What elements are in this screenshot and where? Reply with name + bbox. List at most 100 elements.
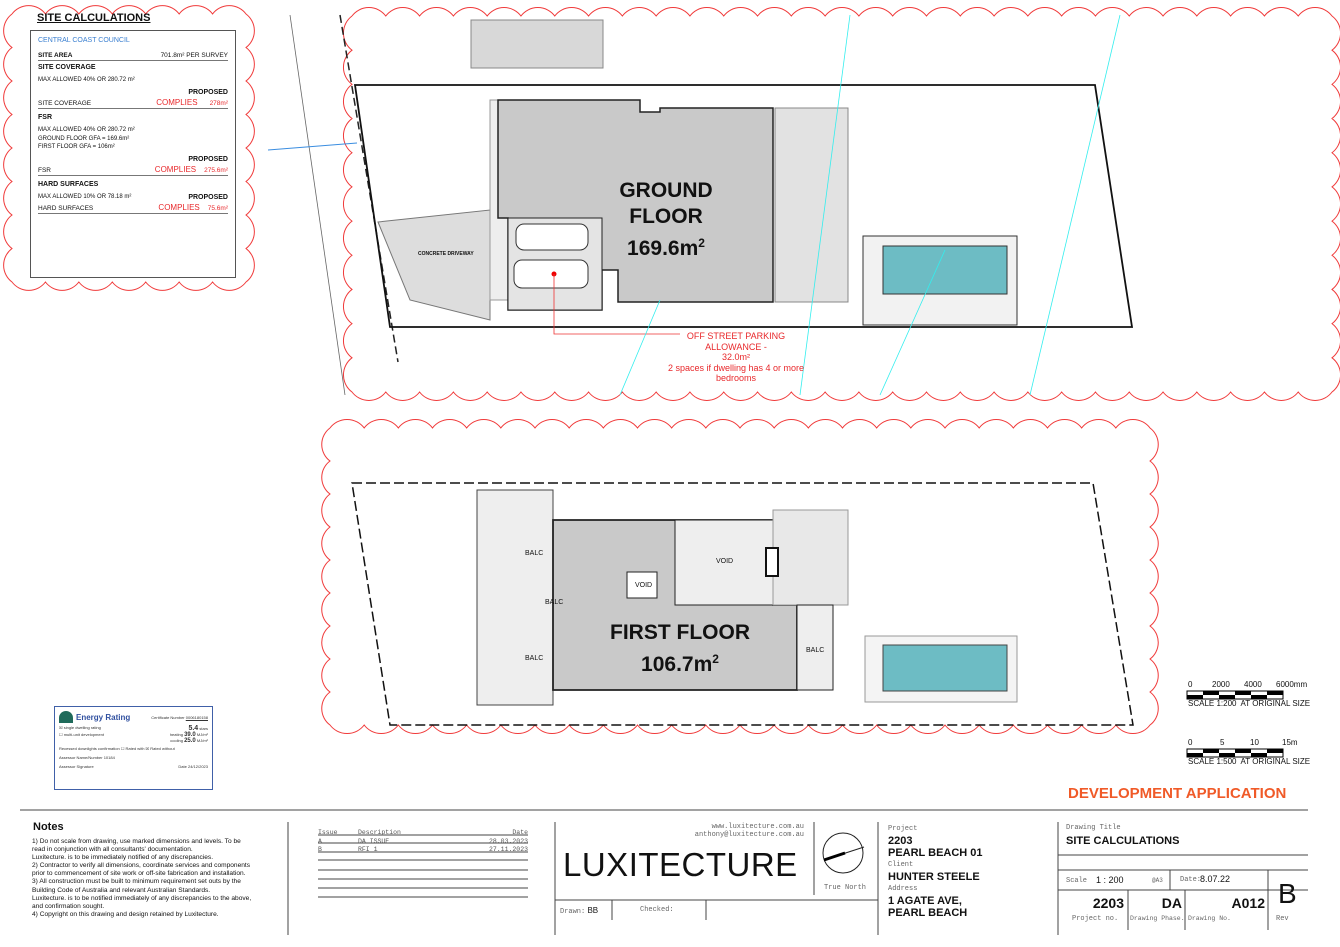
void-label: VOID bbox=[716, 558, 734, 565]
date-value: 8.07.22 bbox=[1200, 874, 1231, 884]
scale-bar-segment bbox=[1235, 749, 1251, 753]
revision-cloud bbox=[3, 5, 255, 291]
driveway-label: CONCRETE DRIVEWAY bbox=[418, 251, 474, 257]
project-number: 2203 bbox=[888, 835, 913, 847]
issue-header: Description bbox=[358, 829, 401, 836]
firm-website[interactable]: www.luxitecture.com.au bbox=[711, 823, 804, 831]
drawing-phase: DA bbox=[1161, 895, 1182, 911]
issue-cell: 28.03.2023 bbox=[488, 838, 528, 845]
cooling-label: cooling bbox=[170, 738, 183, 743]
site-coverage-heading: SITE COVERAGE bbox=[38, 64, 96, 71]
scale-label: SCALE 1:500 AT ORIGINAL SIZE bbox=[1188, 757, 1311, 766]
true-north-label: True North bbox=[824, 884, 867, 892]
revision: B bbox=[1278, 878, 1297, 909]
parking-note-line: 32.0m² bbox=[721, 352, 750, 362]
energy-logo-icon bbox=[59, 711, 73, 723]
cert-label: Certificate Number bbox=[151, 714, 185, 720]
site-coverage-value: 278m² bbox=[209, 100, 228, 107]
scale-bar-outline bbox=[1186, 690, 1284, 700]
balc-label: BALC bbox=[545, 599, 564, 606]
deck bbox=[774, 107, 849, 303]
issue-header: Date bbox=[512, 829, 528, 836]
issue-cell: A bbox=[318, 838, 322, 845]
site-area-value: 701.8m² PER SURVEY bbox=[160, 52, 228, 59]
scale-tick: 10 bbox=[1250, 738, 1259, 747]
issue-cell: B bbox=[318, 846, 322, 853]
fsr-label: FSR bbox=[38, 167, 51, 174]
issue-cell: DA ISSUE bbox=[358, 838, 390, 845]
ground-area: 169.6m bbox=[627, 237, 699, 260]
scale-value: 1 : 200 bbox=[1096, 875, 1124, 885]
date-label: Date bbox=[178, 764, 187, 769]
note-line: prior to commencement of site work or of… bbox=[32, 870, 246, 878]
address-line: 1 AGATE AVE, bbox=[888, 895, 962, 907]
firm-contact: www.luxitecture.com.au anthony@luxitectu… bbox=[640, 823, 804, 839]
ground-area-sup: 2 bbox=[698, 236, 705, 250]
proposed-label: PROPOSED bbox=[188, 89, 228, 96]
downlights-label: Recessed downlights confirmation bbox=[59, 746, 120, 751]
project-no: 2203 bbox=[1092, 895, 1124, 911]
rev-label: Rev bbox=[1276, 915, 1289, 923]
fsr-max: MAX ALLOWED 40% OR 280.72 m² bbox=[38, 127, 135, 133]
scale-bar-segment bbox=[1267, 691, 1283, 695]
rated-with: Rated with bbox=[125, 746, 145, 751]
notes-list: 1) Do not scale from drawing, use marked… bbox=[32, 838, 251, 919]
development-application-stamp: DEVELOPMENT APPLICATION bbox=[1068, 785, 1287, 802]
project-name: PEARL BEACH 01 bbox=[888, 847, 983, 859]
pool bbox=[882, 245, 1008, 295]
parking-note-line: ALLOWANCE - bbox=[705, 341, 767, 352]
scale-bar-segment bbox=[1203, 749, 1219, 753]
first-area: 106.7m bbox=[641, 653, 713, 676]
first-gfa: FIRST FLOOR GFA = 106m² bbox=[38, 144, 115, 150]
scale-bar-segment bbox=[1235, 691, 1251, 695]
address-line: PEARL BEACH bbox=[888, 907, 968, 919]
firm-email[interactable]: anthony@luxitecture.com.au bbox=[694, 831, 804, 839]
date-label: Date: bbox=[1180, 876, 1202, 884]
scale-tick: 0 bbox=[1188, 738, 1193, 747]
phase-label: Drawing Phase. bbox=[1130, 915, 1185, 922]
balc-label: BALC bbox=[525, 655, 544, 662]
scale-tick: 2000 bbox=[1212, 680, 1230, 689]
drawn-value: BB bbox=[587, 906, 599, 915]
revision-clouds bbox=[3, 5, 1340, 734]
parking-note: OFF STREET PARKING ALLOWANCE - 32.0m² 2 … bbox=[636, 331, 836, 384]
firm-logo: LUXITECTURE bbox=[563, 846, 798, 883]
note-line: 4) Copyright on this drawing and design … bbox=[32, 910, 219, 918]
council-name: CENTRAL COAST COUNCIL bbox=[38, 37, 130, 44]
north-arrow-icon bbox=[822, 832, 865, 874]
scale-label: SCALE 1:200 AT ORIGINAL SIZE bbox=[1188, 699, 1311, 708]
drawing-title: SITE CALCULATIONS bbox=[1066, 835, 1180, 847]
rated-without: Rated without bbox=[150, 746, 175, 751]
site-coverage-label: SITE COVERAGE bbox=[38, 100, 92, 107]
scale-bar-outline bbox=[1186, 748, 1284, 758]
stars-value: 5.4 bbox=[188, 725, 199, 732]
note-line: Building Code of Australia and relevant … bbox=[32, 886, 211, 894]
issue-cell: RFI 1 bbox=[358, 846, 378, 853]
cooling-value: 25.0 bbox=[184, 738, 196, 744]
unit: MJ/m² bbox=[196, 738, 208, 743]
first-floor-plan bbox=[351, 482, 1134, 726]
drawn-label: Drawn: bbox=[560, 908, 586, 916]
heating-value: 39.0 bbox=[184, 732, 196, 738]
ground-title-1: GROUND bbox=[619, 179, 713, 202]
note-line: read in conjunction with all consultants… bbox=[32, 846, 193, 854]
assessor-number: 10184 bbox=[103, 755, 115, 760]
first-floor-label: FIRST FLOOR 106.7m2 bbox=[590, 620, 770, 678]
note-line: 3) All construction must be built to min… bbox=[32, 878, 241, 886]
single-rating: single dwelling rating bbox=[63, 725, 101, 730]
scale-tick: 5 bbox=[1220, 738, 1225, 747]
fsr-value: 275.6m² bbox=[204, 167, 228, 174]
cert-date: 24/12/2023 bbox=[187, 764, 208, 769]
note-line: Luxitecture. is to be notified immediate… bbox=[32, 894, 252, 902]
complies-label: COMPLIES bbox=[158, 203, 200, 212]
pool-first bbox=[882, 644, 1008, 692]
revision-cloud bbox=[343, 7, 1340, 401]
hard-value: 75.6m² bbox=[207, 205, 228, 212]
note-line: and confirmation sought. bbox=[32, 902, 105, 910]
client-name: HUNTER STEELE bbox=[888, 871, 980, 883]
ground-title-2: FLOOR bbox=[629, 205, 703, 228]
balc-label: BALC bbox=[525, 550, 544, 557]
